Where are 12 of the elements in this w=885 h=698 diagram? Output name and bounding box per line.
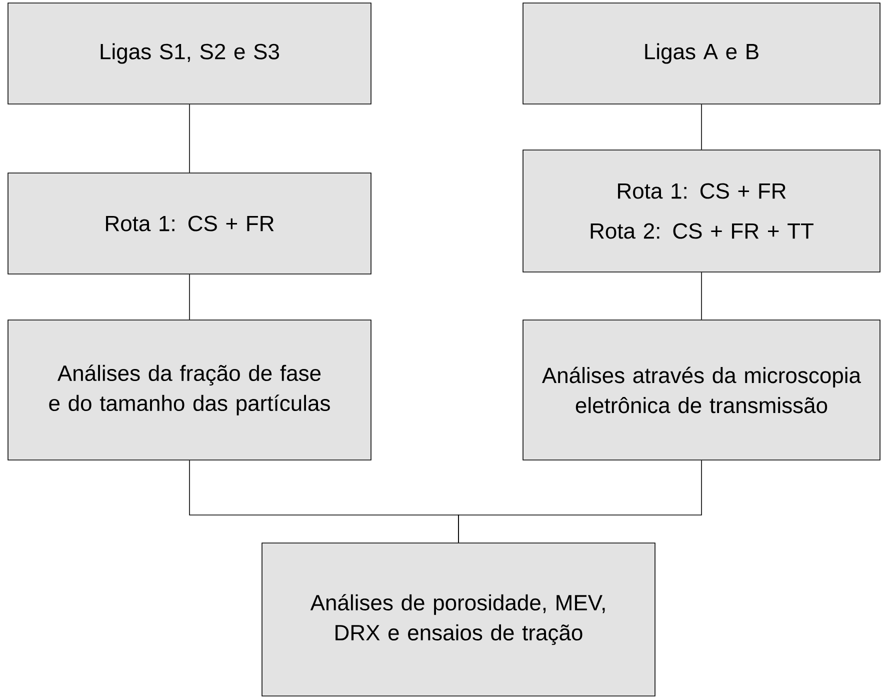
process-box: Ligas A e B xyxy=(522,2,880,104)
process-box: Análises através da microscopia eletrônica de transmissão xyxy=(522,320,880,460)
process-box: Análises de porosidade, MEV, DRX e ensaios de tração xyxy=(262,542,656,696)
process-box: Ligas S1, S2 e S3 xyxy=(8,2,372,104)
connector-line xyxy=(189,104,190,173)
connector-line xyxy=(458,460,702,543)
connector-line xyxy=(189,274,190,320)
connector-line xyxy=(701,272,702,320)
process-box: Análises da fração de fase e do tamanho das partículas xyxy=(8,320,372,460)
connector-line xyxy=(701,104,702,150)
process-box: Rota 1: CS + FR Rota 2: CS + FR + TT xyxy=(522,150,880,272)
process-box: Rota 1: CS + FR xyxy=(8,172,372,274)
